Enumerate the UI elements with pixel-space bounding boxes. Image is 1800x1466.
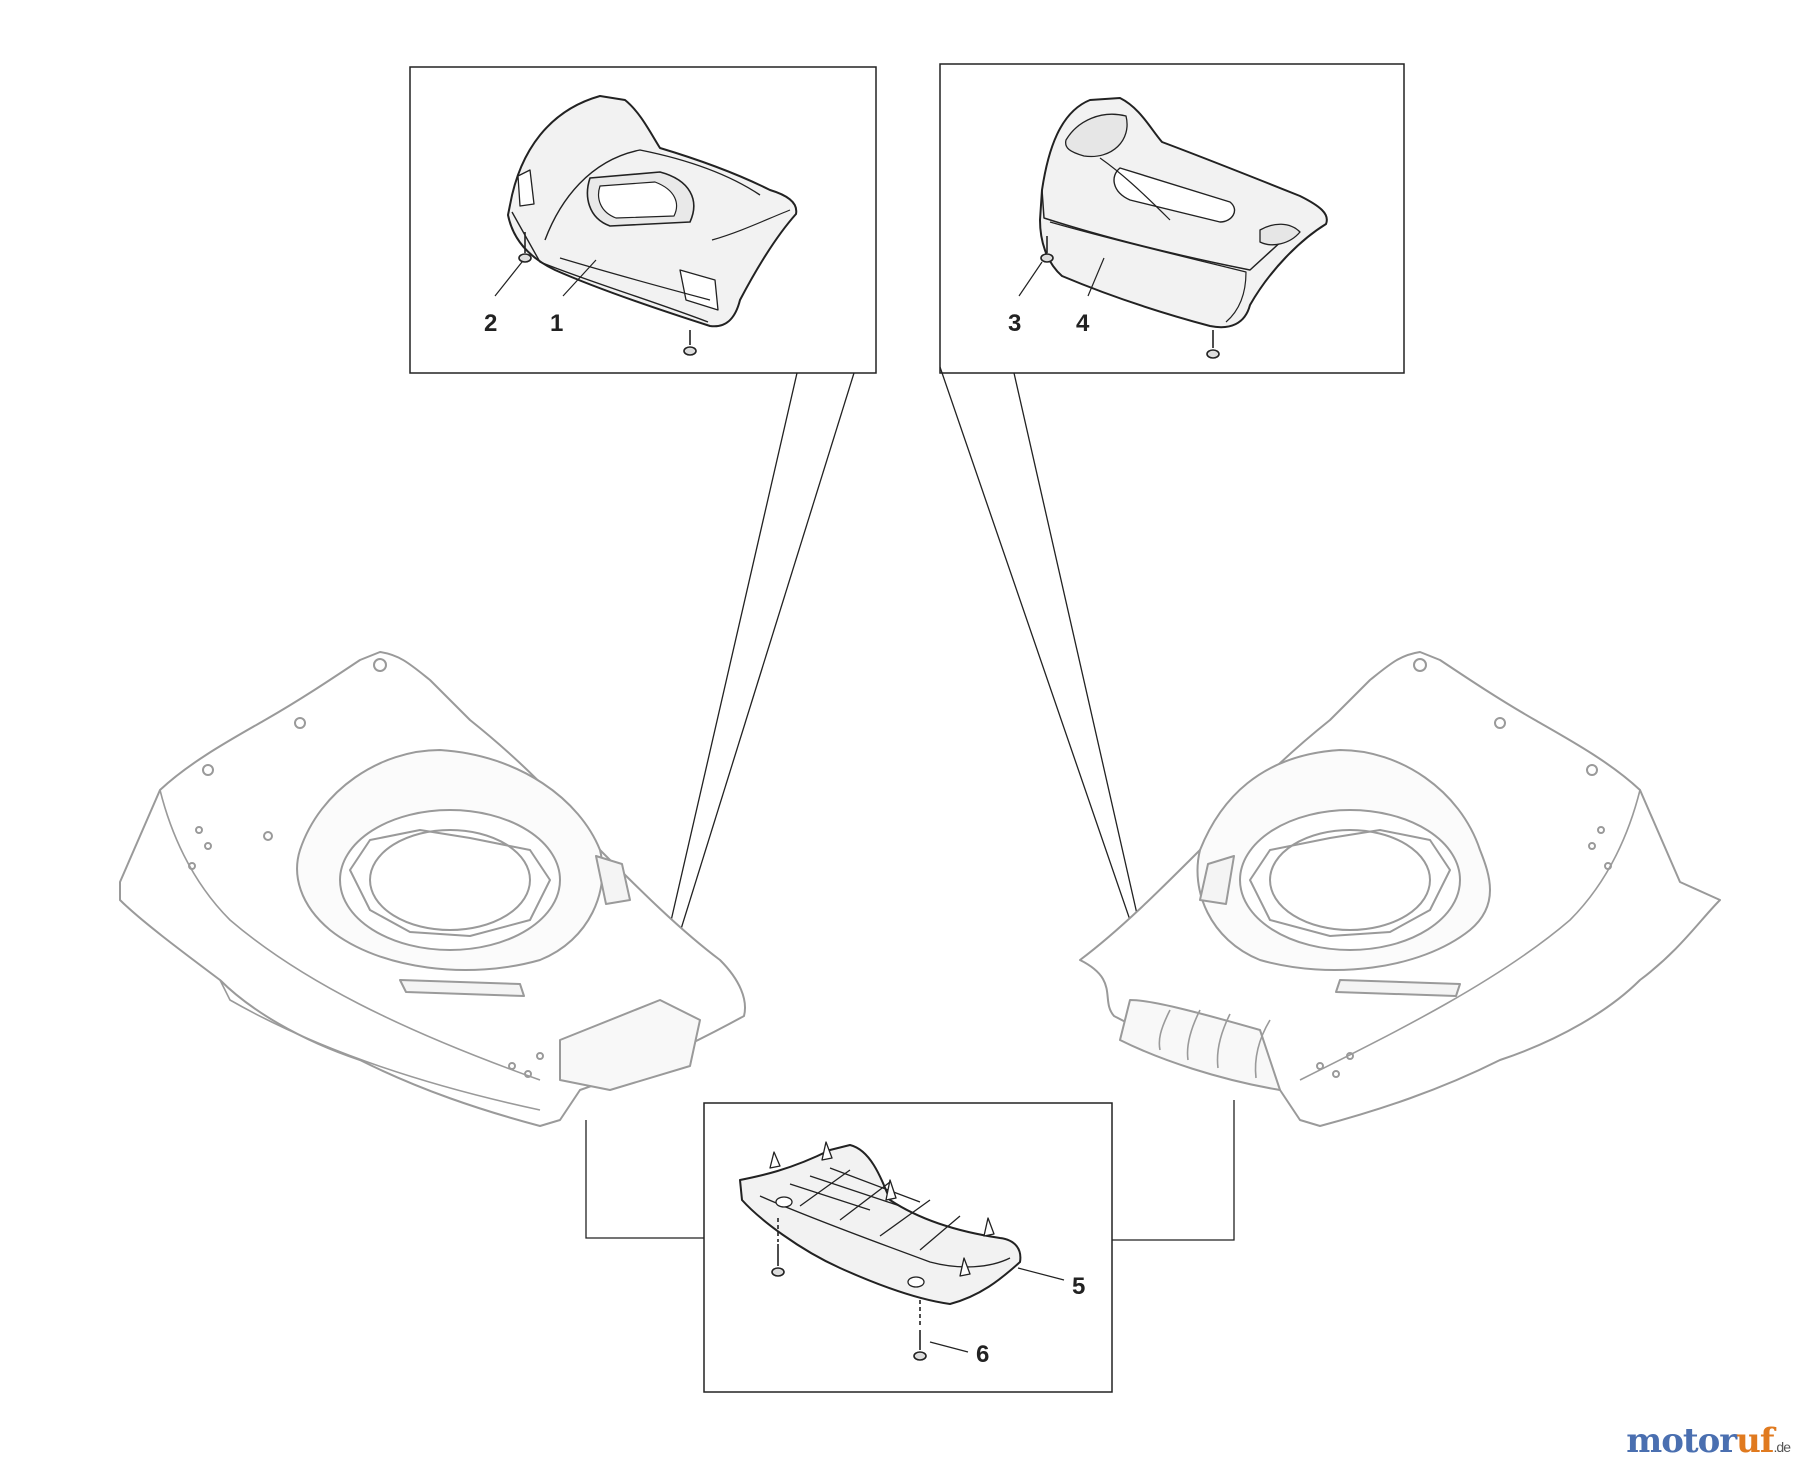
callout-1: 1 <box>550 310 563 337</box>
screw-part-6 <box>771 1218 927 1361</box>
callout-leaders-3-4 <box>1018 257 1105 297</box>
front-cover-part-4 <box>1039 97 1328 329</box>
callout-3: 3 <box>1008 310 1021 337</box>
mower-deck-left <box>119 651 746 1127</box>
callout-5: 5 <box>1072 1273 1085 1300</box>
leader-lines-right <box>939 366 1148 959</box>
watermark-uf: uf <box>1736 1421 1774 1461</box>
screw-part-3 <box>1040 236 1220 359</box>
callout-6: 6 <box>976 1341 989 1368</box>
connector-lines-bottom <box>585 1100 1235 1241</box>
callout-leaders-5-6 <box>929 1267 1065 1353</box>
callout-4: 4 <box>1076 310 1090 337</box>
leader-lines-left <box>661 372 855 961</box>
brand-watermark: motoruf.de <box>1626 1421 1791 1461</box>
callout-leaders-1-2 <box>494 259 597 297</box>
underside-cover-part-5 <box>739 1141 1022 1305</box>
front-cover-part-1 <box>507 95 798 328</box>
watermark-motor: motor <box>1626 1421 1737 1461</box>
mower-deck-right <box>1079 651 1721 1127</box>
screw-part-2 <box>518 232 697 356</box>
watermark-tld: .de <box>1773 1439 1791 1455</box>
callout-2: 2 <box>484 310 497 337</box>
